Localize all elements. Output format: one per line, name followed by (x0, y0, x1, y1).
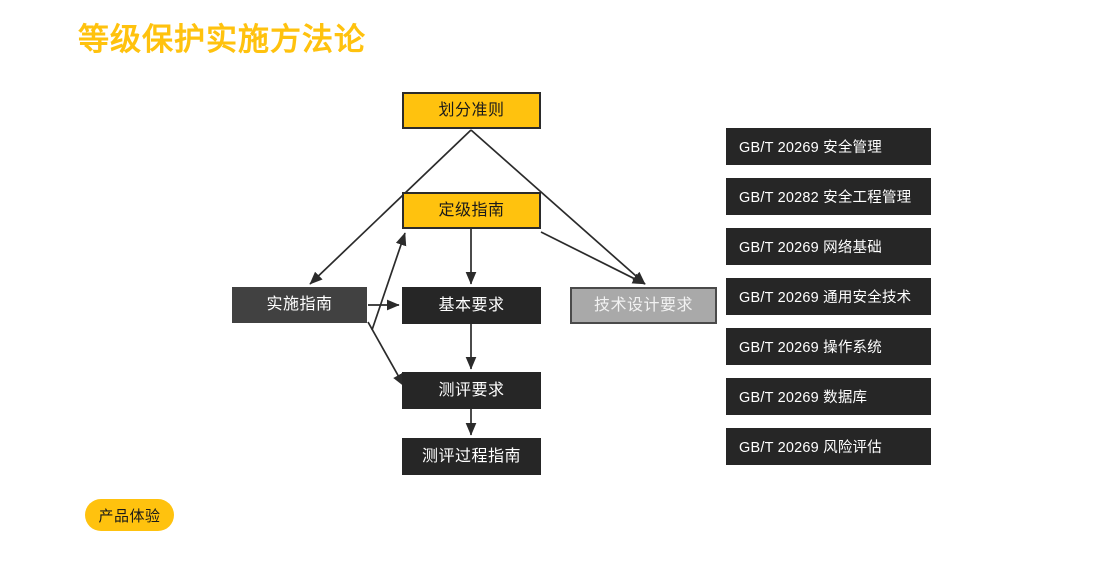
flow-node-jiben-yaoqiu[interactable]: 基本要求 (402, 287, 541, 324)
edge-dingji-to-jishu (540, 231, 646, 285)
standards-list: GB/T 20269 安全管理 GB/T 20282 安全工程管理 GB/T 2… (726, 128, 931, 478)
page-title: 等级保护实施方法论 (78, 22, 366, 57)
list-item[interactable]: GB/T 20269 操作系统 (726, 328, 931, 365)
edge-shishi-to-ceping (367, 321, 405, 387)
list-item[interactable]: GB/T 20282 安全工程管理 (726, 178, 931, 215)
product-experience-badge[interactable]: 产品体验 (85, 499, 174, 531)
flow-node-ceping-guocheng-zhinan[interactable]: 测评过程指南 (402, 438, 541, 475)
list-item[interactable]: GB/T 20269 通用安全技术 (726, 278, 931, 315)
flow-node-ceping-yaoqiu[interactable]: 测评要求 (402, 372, 541, 409)
flow-node-dingji-zhinan[interactable]: 定级指南 (402, 192, 541, 229)
flow-node-huafen-zhunze[interactable]: 划分准则 (402, 92, 541, 129)
flow-node-shishi-zhinan[interactable]: 实施指南 (232, 287, 367, 323)
flow-node-jishu-sheji-yaoqiu[interactable]: 技术设计要求 (570, 287, 717, 324)
list-item[interactable]: GB/T 20269 数据库 (726, 378, 931, 415)
list-item[interactable]: GB/T 20269 风险评估 (726, 428, 931, 465)
edge-shishi-to-dingji (371, 232, 407, 331)
list-item[interactable]: GB/T 20269 网络基础 (726, 228, 931, 265)
list-item[interactable]: GB/T 20269 安全管理 (726, 128, 931, 165)
